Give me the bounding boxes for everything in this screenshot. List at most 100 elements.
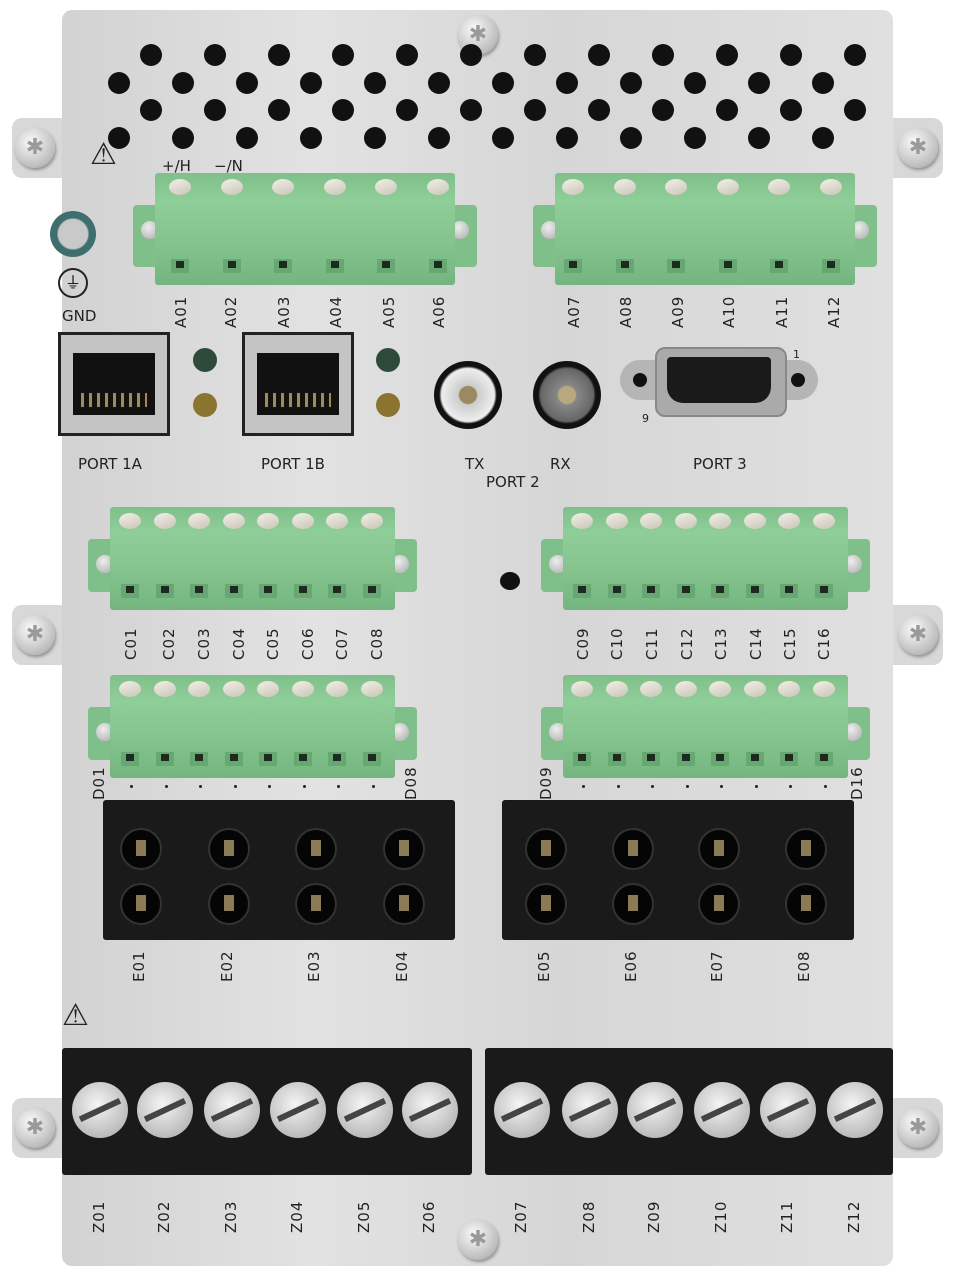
terminal-screw[interactable] [188,681,210,697]
terminal-screw[interactable] [716,179,739,195]
flange-screw[interactable] [549,723,567,741]
z-terminal-screw[interactable] [827,1082,883,1138]
fiber-rx-connector[interactable] [533,361,601,429]
flange-screw[interactable] [451,221,469,239]
wire-entry[interactable] [607,752,626,766]
terminal-screw[interactable] [326,513,348,529]
terminal-screw[interactable] [323,179,346,195]
wire-entry[interactable] [190,584,208,598]
terminal-screw[interactable] [257,681,279,697]
z-terminal-screw[interactable] [562,1082,618,1138]
terminal-screw[interactable] [426,179,449,195]
flange-screw[interactable] [391,555,409,573]
wire-entry[interactable] [428,259,447,273]
e-terminal-socket[interactable] [295,883,337,925]
e-terminal-socket[interactable] [612,828,654,870]
ethernet-port-1a[interactable] [58,332,170,436]
wire-entry[interactable] [711,584,729,598]
terminal-block-a01-a06[interactable] [155,173,455,285]
terminal-screw[interactable] [326,681,348,697]
wire-entry[interactable] [293,584,312,598]
ethernet-port-1b[interactable] [242,332,354,436]
terminal-screw[interactable] [375,179,397,195]
wire-entry[interactable] [564,259,582,273]
wire-entry[interactable] [171,259,189,273]
e-terminal-socket[interactable] [698,883,740,925]
wire-entry[interactable] [745,584,764,598]
wire-entry[interactable] [821,259,840,273]
flange-screw[interactable] [844,723,862,741]
wire-entry[interactable] [814,584,833,598]
flange-screw[interactable] [96,723,114,741]
z-terminal-screw[interactable] [627,1082,683,1138]
terminal-block-d01-d08[interactable] [110,675,395,778]
wire-entry[interactable] [224,584,243,598]
terminal-screw[interactable] [665,179,687,195]
flange-screw[interactable] [96,555,114,573]
e-terminal-socket[interactable] [612,883,654,925]
z-terminal-screw[interactable] [337,1082,393,1138]
wire-entry[interactable] [190,752,208,766]
z-terminal-screw[interactable] [494,1082,550,1138]
z-terminal-screw[interactable] [694,1082,750,1138]
z-terminal-screw[interactable] [204,1082,260,1138]
e-terminal-socket[interactable] [208,828,250,870]
terminal-screw[interactable] [119,681,141,697]
terminal-screw[interactable] [153,513,176,529]
terminal-screw[interactable] [778,681,800,697]
e-terminal-socket[interactable] [120,883,162,925]
e-terminal-socket[interactable] [785,883,827,925]
terminal-screw[interactable] [605,681,628,697]
wire-entry[interactable] [328,752,346,766]
wire-entry[interactable] [780,752,798,766]
terminal-screw[interactable] [819,179,842,195]
e-terminal-socket[interactable] [525,883,567,925]
flange-screw[interactable] [851,221,869,239]
wire-entry[interactable] [573,752,591,766]
wire-entry[interactable] [718,259,737,273]
wire-entry[interactable] [607,584,626,598]
wire-entry[interactable] [121,752,139,766]
wire-entry[interactable] [121,584,139,598]
terminal-screw[interactable] [812,681,835,697]
wire-entry[interactable] [780,584,798,598]
wire-entry[interactable] [325,259,344,273]
wire-entry[interactable] [676,752,695,766]
z-terminal-screw[interactable] [402,1082,458,1138]
wire-entry[interactable] [642,752,660,766]
wire-entry[interactable] [362,752,381,766]
e-terminal-socket[interactable] [785,828,827,870]
wire-entry[interactable] [293,752,312,766]
flange-screw[interactable] [541,221,559,239]
terminal-screw[interactable] [709,681,731,697]
terminal-screw[interactable] [169,179,191,195]
wire-entry[interactable] [259,584,277,598]
terminal-block-a07-a12[interactable] [555,173,855,285]
wire-entry[interactable] [362,584,381,598]
terminal-screw[interactable] [119,513,141,529]
wire-entry[interactable] [573,584,591,598]
terminal-screw[interactable] [640,681,662,697]
terminal-screw[interactable] [272,179,294,195]
wire-entry[interactable] [667,259,685,273]
flange-screw[interactable] [141,221,159,239]
wire-entry[interactable] [224,752,243,766]
terminal-screw[interactable] [674,513,697,529]
wire-entry[interactable] [711,752,729,766]
terminal-screw[interactable] [605,513,628,529]
e-terminal-socket[interactable] [698,828,740,870]
terminal-screw[interactable] [571,513,593,529]
flange-screw[interactable] [391,723,409,741]
wire-entry[interactable] [770,259,788,273]
e-terminal-socket[interactable] [383,883,425,925]
z-terminal-screw[interactable] [72,1082,128,1138]
terminal-screw[interactable] [613,179,636,195]
serial-port-3[interactable] [655,347,787,417]
wire-entry[interactable] [259,752,277,766]
terminal-screw[interactable] [291,513,314,529]
e-terminal-socket[interactable] [208,883,250,925]
flange-screw[interactable] [844,555,862,573]
terminal-screw[interactable] [360,681,383,697]
terminal-screw[interactable] [562,179,584,195]
fiber-tx-connector[interactable] [434,361,502,429]
